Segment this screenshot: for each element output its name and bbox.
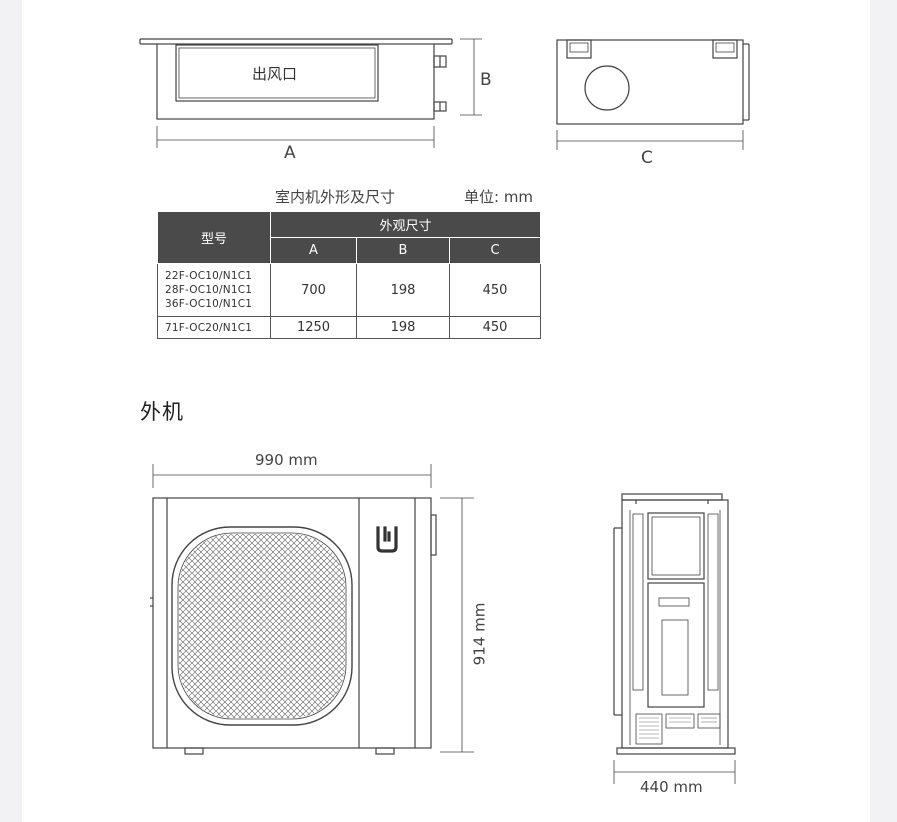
value-a: 1250 — [270, 316, 357, 339]
model-name: 22F-OC10/N1C1 — [165, 270, 253, 282]
indoor-front-drawing — [139, 38, 482, 148]
dim-c-label: C — [641, 148, 653, 168]
table-row: 71F-OC20/N1C1 1250 198 450 — [157, 316, 541, 339]
model-name: 71F-OC20/N1C1 — [165, 321, 253, 334]
model-name: 36F-OC10/N1C1 — [165, 298, 253, 310]
spec-table-title: 室内机外形及尺寸 — [275, 188, 396, 206]
spec-table-unit: 单位: mm — [464, 188, 534, 206]
model-cell: 71F-OC20/N1C1 — [157, 316, 271, 339]
dimension-group-header: 外观尺寸 — [270, 211, 541, 238]
page — [22, 0, 870, 822]
value-c: 450 — [449, 316, 541, 339]
dim-b-label: B — [480, 70, 492, 90]
mi-logo-icon — [376, 526, 398, 553]
indoor-side-drawing — [556, 39, 750, 150]
outdoor-section-title: 外机 — [140, 400, 184, 424]
value-c: 450 — [449, 263, 541, 317]
outdoor-width-label: 990 mm — [255, 451, 318, 469]
fan-grille — [179, 534, 345, 718]
value-b: 198 — [356, 316, 450, 339]
model-header: 型号 — [157, 211, 271, 264]
dim-a-label: A — [284, 143, 296, 163]
col-b-header: B — [356, 237, 450, 264]
col-a-header: A — [270, 237, 357, 264]
outdoor-front-drawing — [150, 464, 474, 755]
spec-table: 型号 外观尺寸 A B C 22F-OC10/N1C1 28F-OC10/N1C… — [157, 211, 541, 339]
value-b: 198 — [356, 263, 450, 317]
table-row: 22F-OC10/N1C1 28F-OC10/N1C1 36F-OC10/N1C… — [157, 263, 541, 317]
outdoor-depth-label: 440 mm — [640, 778, 703, 796]
vent-slats — [639, 717, 717, 739]
model-name: 28F-OC10/N1C1 — [165, 284, 253, 296]
outdoor-height-label: 914 mm — [470, 602, 489, 666]
model-cell: 22F-OC10/N1C1 28F-OC10/N1C1 36F-OC10/N1C… — [157, 263, 271, 317]
outdoor-side-drawing — [613, 493, 736, 784]
col-c-header: C — [449, 237, 541, 264]
value-a: 700 — [270, 263, 357, 317]
outlet-label: 出风口 — [252, 65, 298, 83]
